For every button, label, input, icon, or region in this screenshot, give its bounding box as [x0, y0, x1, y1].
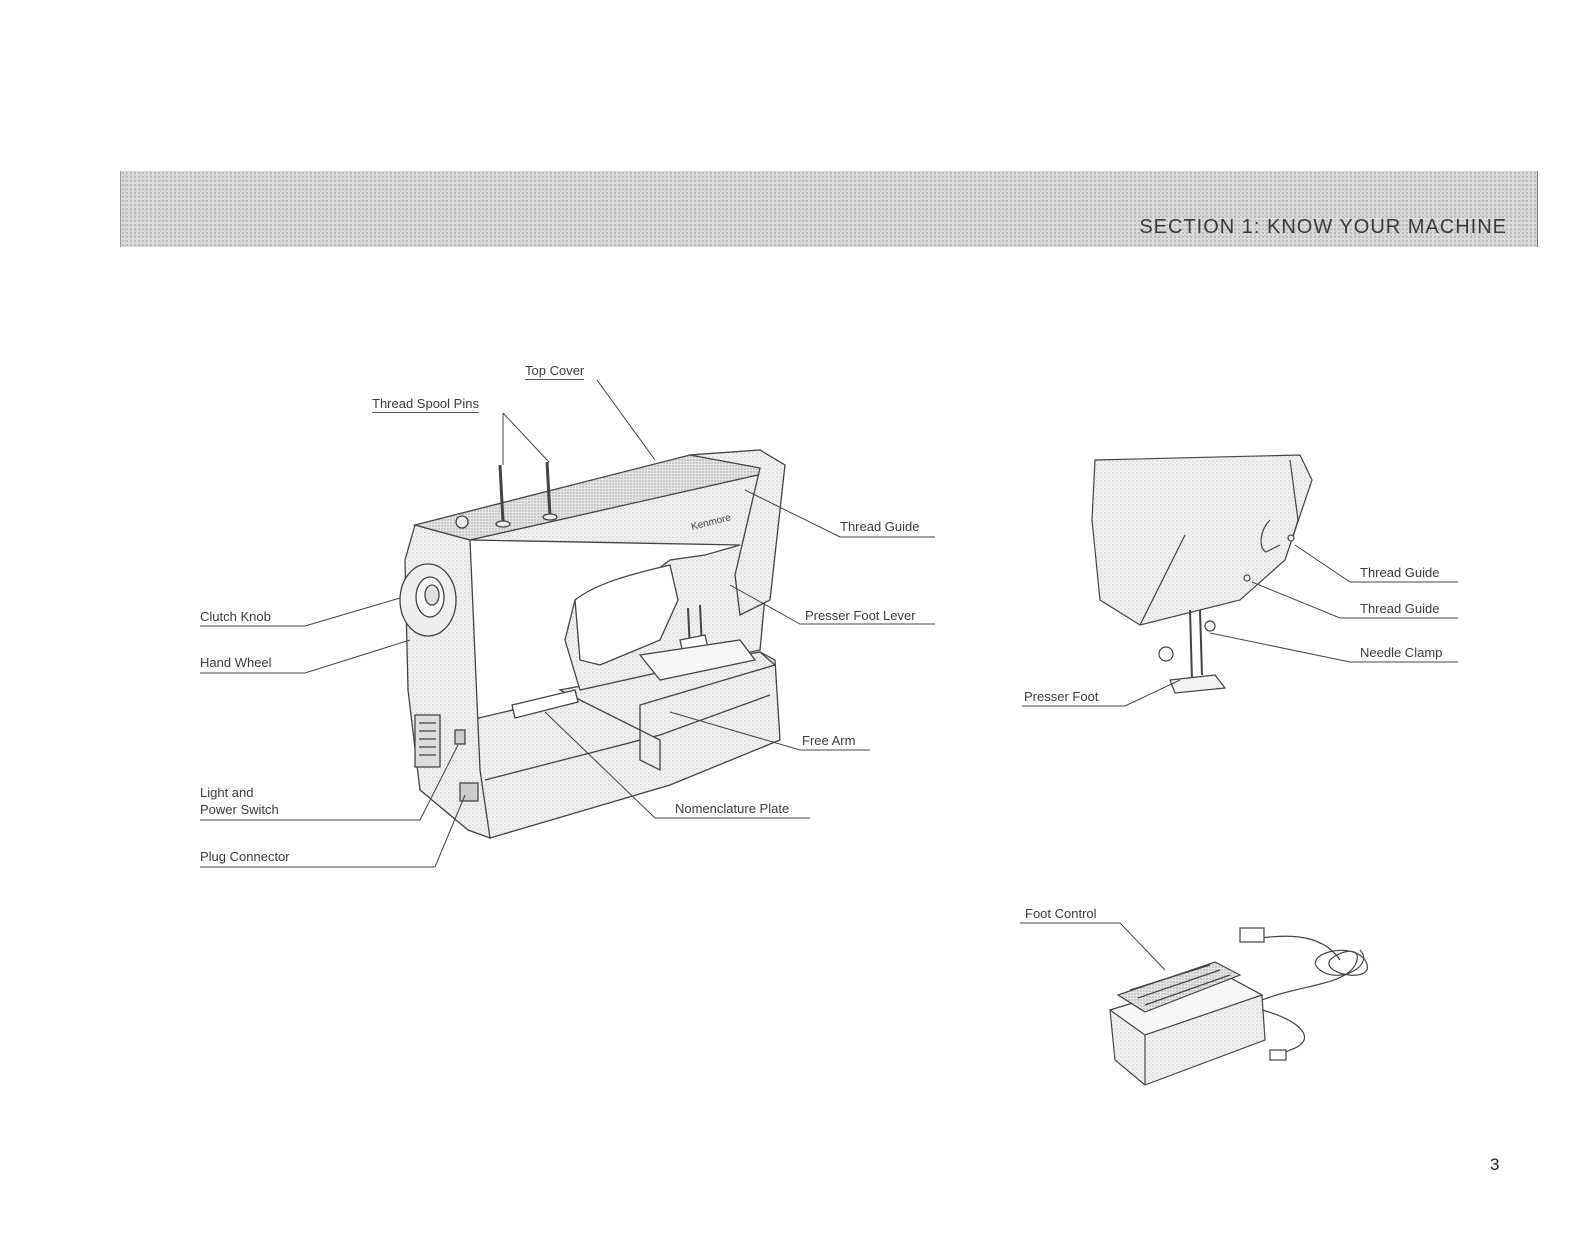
label-clutch-knob: Clutch Knob [200, 609, 271, 624]
foot-control-leader-line [1020, 923, 1165, 970]
page-number: 3 [1490, 1155, 1499, 1175]
label-light-and: Light and [200, 785, 254, 800]
label-thread-spool-pins: Thread Spool Pins [372, 396, 479, 413]
label-presser-foot-lever: Presser Foot Lever [805, 608, 916, 623]
label-thread-guide-upper: Thread Guide [1360, 565, 1440, 580]
label-free-arm: Free Arm [802, 733, 855, 748]
label-hand-wheel: Hand Wheel [200, 655, 272, 670]
label-needle-clamp: Needle Clamp [1360, 645, 1442, 660]
label-thread-guide-lower: Thread Guide [1360, 601, 1440, 616]
foot-control-illustration [1110, 928, 1367, 1085]
label-presser-foot: Presser Foot [1024, 689, 1098, 704]
needle-area-detail-illustration [1092, 455, 1312, 693]
sewing-machine-illustration: Kenmore [400, 450, 785, 838]
label-top-cover: Top Cover [525, 363, 584, 380]
label-thread-guide: Thread Guide [840, 519, 920, 534]
label-nomenclature-plate: Nomenclature Plate [675, 801, 789, 816]
label-plug-connector: Plug Connector [200, 849, 290, 864]
label-foot-control: Foot Control [1025, 906, 1097, 921]
label-power-switch: Power Switch [200, 802, 279, 817]
